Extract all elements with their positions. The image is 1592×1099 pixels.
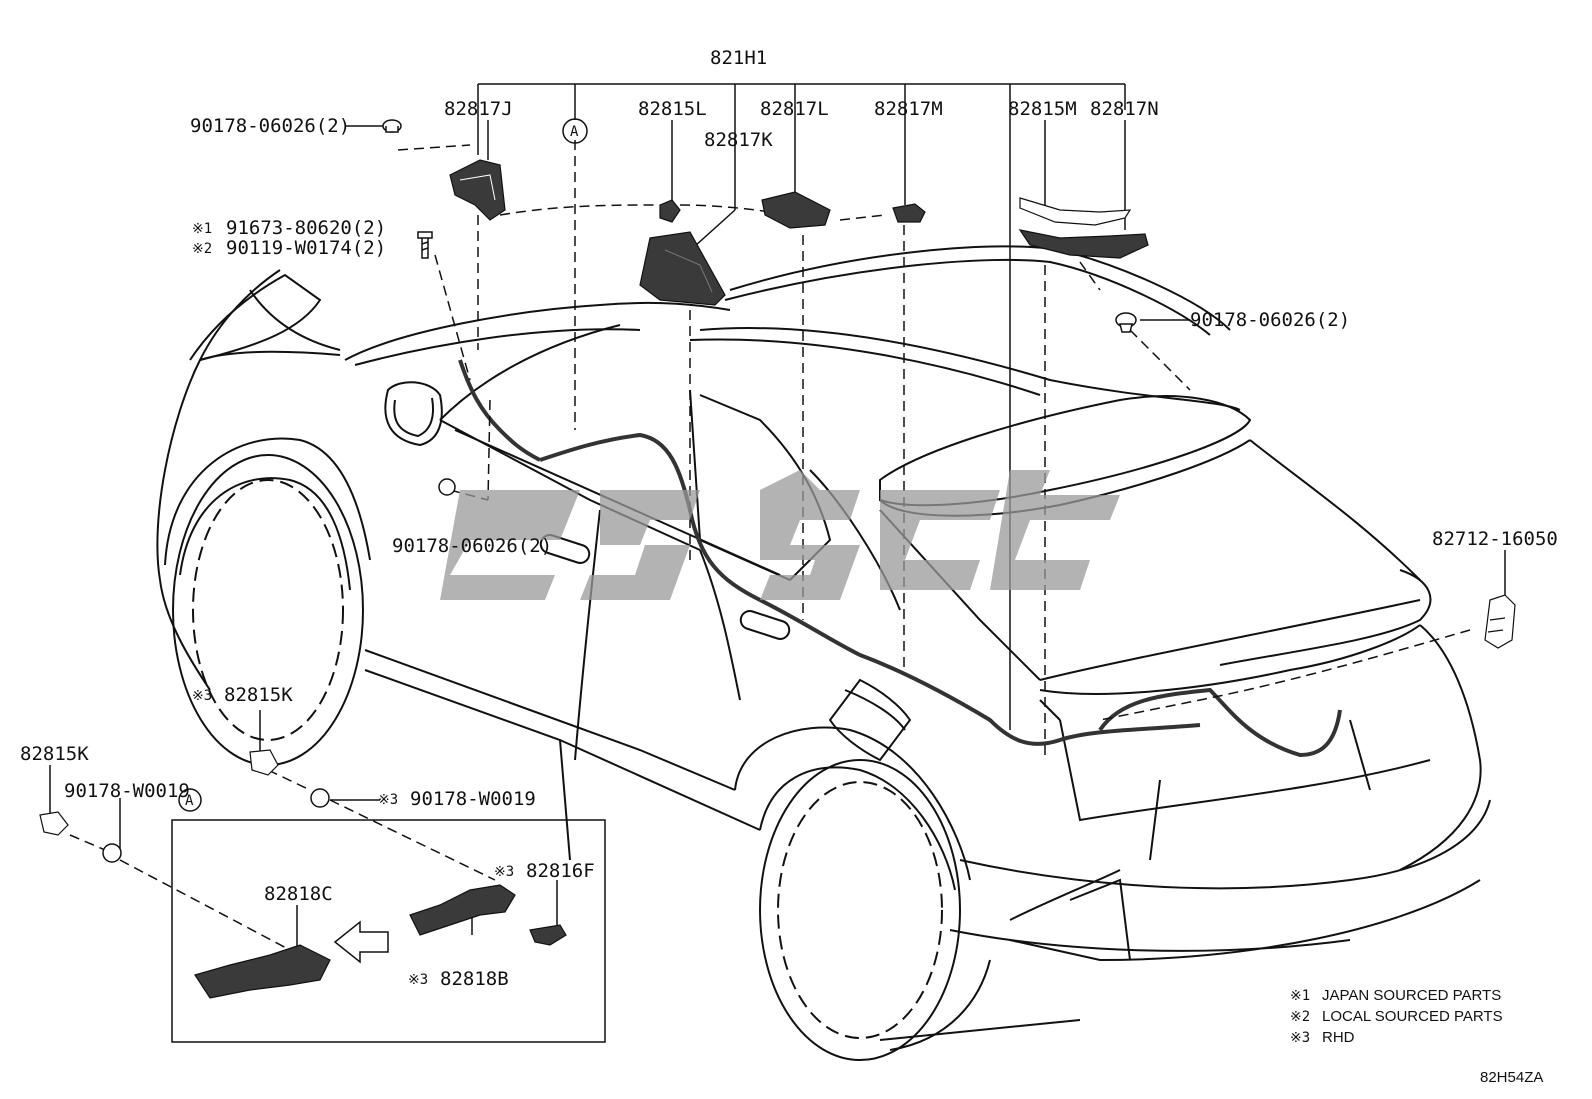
part-82815K-shape (39, 811, 69, 836)
callout-a-bottom (178, 788, 202, 812)
bolt-icon (417, 231, 433, 259)
part-82818C-shape (194, 944, 331, 999)
callout-a-markers (178, 118, 588, 812)
label-82817J: 82817J (444, 98, 513, 120)
part-82816F-shape (529, 924, 567, 946)
figure-code: 82H54ZA (1480, 1069, 1543, 1086)
legend-text-1: JAPAN SOURCED PARTS (1322, 987, 1501, 1004)
label-82817K: 82817K (704, 129, 773, 151)
clip-mid-icon (438, 478, 456, 496)
label-bolt-jp: 91673-80620(2) (226, 217, 386, 239)
watermark-logo (440, 470, 1120, 600)
legend-text-3: RHD (1322, 1029, 1355, 1046)
label-clip-right: 90178-06026(2) (1190, 309, 1350, 331)
label-82815K: 82815K (20, 743, 89, 765)
label-82817N: 82817N (1090, 98, 1159, 120)
label-clip-w0019: 90178-W0019 (64, 780, 190, 802)
label-821H1: 821H1 (710, 47, 767, 69)
label-clip-mid: 90178-06026(2) (392, 535, 552, 557)
direction-arrow-icon (333, 920, 389, 964)
part-shapes (39, 159, 1516, 999)
label-82817L: 82817L (760, 98, 829, 120)
label-82815K-rhd-mark: ※3 (192, 688, 212, 704)
part-82712-16050-shape (1484, 594, 1516, 649)
callout-a-top (562, 118, 588, 144)
label-82818B-mark: ※3 (408, 972, 428, 988)
label-82816F-mark: ※3 (494, 864, 514, 880)
label-bolt-jp-mark: ※1 (192, 221, 212, 237)
label-82817M: 82817M (874, 98, 943, 120)
clip-w0019-rhd-icon (310, 788, 330, 808)
fasteners (102, 119, 1137, 863)
part-82815K-rhd-shape (249, 749, 279, 776)
clip-w0019-icon (102, 843, 122, 863)
legend-mark-2: ※2 (1290, 1009, 1310, 1025)
label-82815M: 82815M (1008, 98, 1077, 120)
label-82818B: 82818B (440, 968, 509, 990)
callout-a-bottom-letter: A (185, 793, 194, 809)
part-82817M-shape (892, 203, 926, 223)
part-82815L-shape (659, 199, 681, 223)
label-82712-16050: 82712-16050 (1432, 528, 1558, 550)
leader-lines-solid (49, 83, 1506, 950)
part-82815M-shape (1019, 197, 1132, 226)
label-82815K-rhd: 82815K (224, 684, 293, 706)
callout-a-top-letter: A (570, 124, 579, 140)
legend-mark-1: ※1 (1290, 988, 1310, 1004)
part-labels: 821H1 A A 82817J 82815L 82817K 82817L 82… (20, 47, 1558, 990)
part-82817K-shape (639, 231, 726, 306)
label-bolt-local-mark: ※2 (192, 241, 212, 257)
label-clip-w0019-rhd: 90178-W0019 (410, 788, 536, 810)
part-82817L-shape (761, 191, 831, 229)
label-clip-w0019-rhd-mark: ※3 (378, 792, 398, 808)
label-82818C: 82818C (264, 883, 333, 905)
legend-mark-3: ※3 (1290, 1030, 1310, 1046)
legend: ※1 JAPAN SOURCED PARTS ※2 LOCAL SOURCED … (1290, 987, 1503, 1046)
detail-a-box (171, 819, 606, 1043)
part-82817N-shape (1018, 229, 1149, 259)
legend-text-2: LOCAL SOURCED PARTS (1322, 1008, 1503, 1025)
roof-harness-routing (458, 359, 1342, 758)
label-82816F: 82816F (526, 860, 595, 882)
label-clip-top-left: 90178-06026(2) (190, 115, 350, 137)
label-82815L: 82815L (638, 98, 707, 120)
part-82817J-shape (449, 159, 506, 221)
label-bolt-local: 90119-W0174(2) (226, 237, 386, 259)
part-82818B-shape (409, 884, 516, 936)
